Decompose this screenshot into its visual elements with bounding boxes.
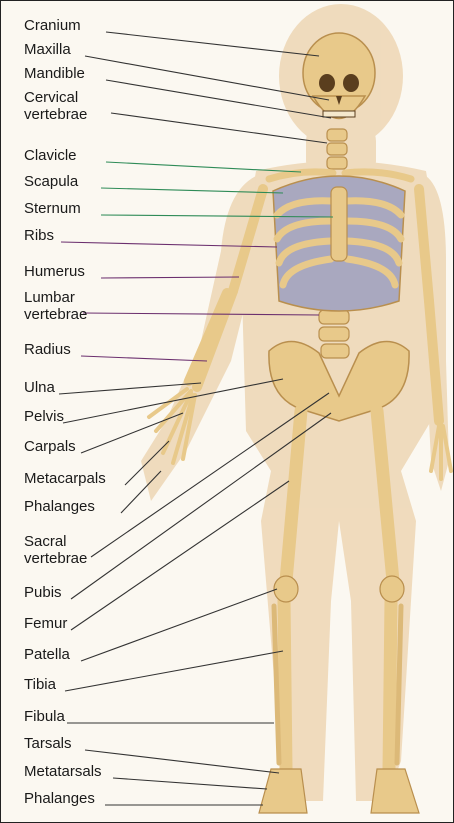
label-cranium: Cranium [24,17,81,34]
label-lumbar: Lumbar [24,289,75,306]
label-metacarpals: Metacarpals [24,470,106,487]
label-metatarsals: Metatarsals [24,763,102,780]
label-tarsals: Tarsals [24,735,72,752]
leader-tarsals [85,750,279,773]
leader-patella [81,589,277,661]
label-sacral-vertebrae: vertebrae [24,550,87,567]
label-sacral: Sacral [24,533,67,550]
label-femur: Femur [24,615,67,632]
label-ribs: Ribs [24,227,54,244]
label-mandible: Mandible [24,65,85,82]
leader-radius [81,356,207,361]
label-ulna: Ulna [24,379,55,396]
label-cervical: Cervical [24,89,78,106]
label-lumbar-vertebrae: vertebrae [24,306,87,323]
leader-femur [71,481,289,630]
label-clavicle: Clavicle [24,147,77,164]
leader-tibia [65,651,283,691]
label-sternum: Sternum [24,200,81,217]
label-carpals: Carpals [24,438,76,455]
label-pelvis: Pelvis [24,408,64,425]
label-phalanges-foot: Phalanges [24,790,95,807]
label-radius: Radius [24,341,71,358]
rib-cage [273,176,405,311]
label-scapula: Scapula [24,173,78,190]
leader-clavicle [106,162,301,172]
label-cervical-vertebrae: vertebrae [24,106,87,123]
label-maxilla: Maxilla [24,41,71,58]
label-fibula: Fibula [24,708,65,725]
leader-metatarsals [113,778,267,789]
label-humerus: Humerus [24,263,85,280]
label-patella: Patella [24,646,70,663]
patellae [274,576,404,602]
label-tibia: Tibia [24,676,56,693]
label-pubis: Pubis [24,584,62,601]
label-phalanges-hand: Phalanges [24,498,95,515]
feet [259,769,419,813]
